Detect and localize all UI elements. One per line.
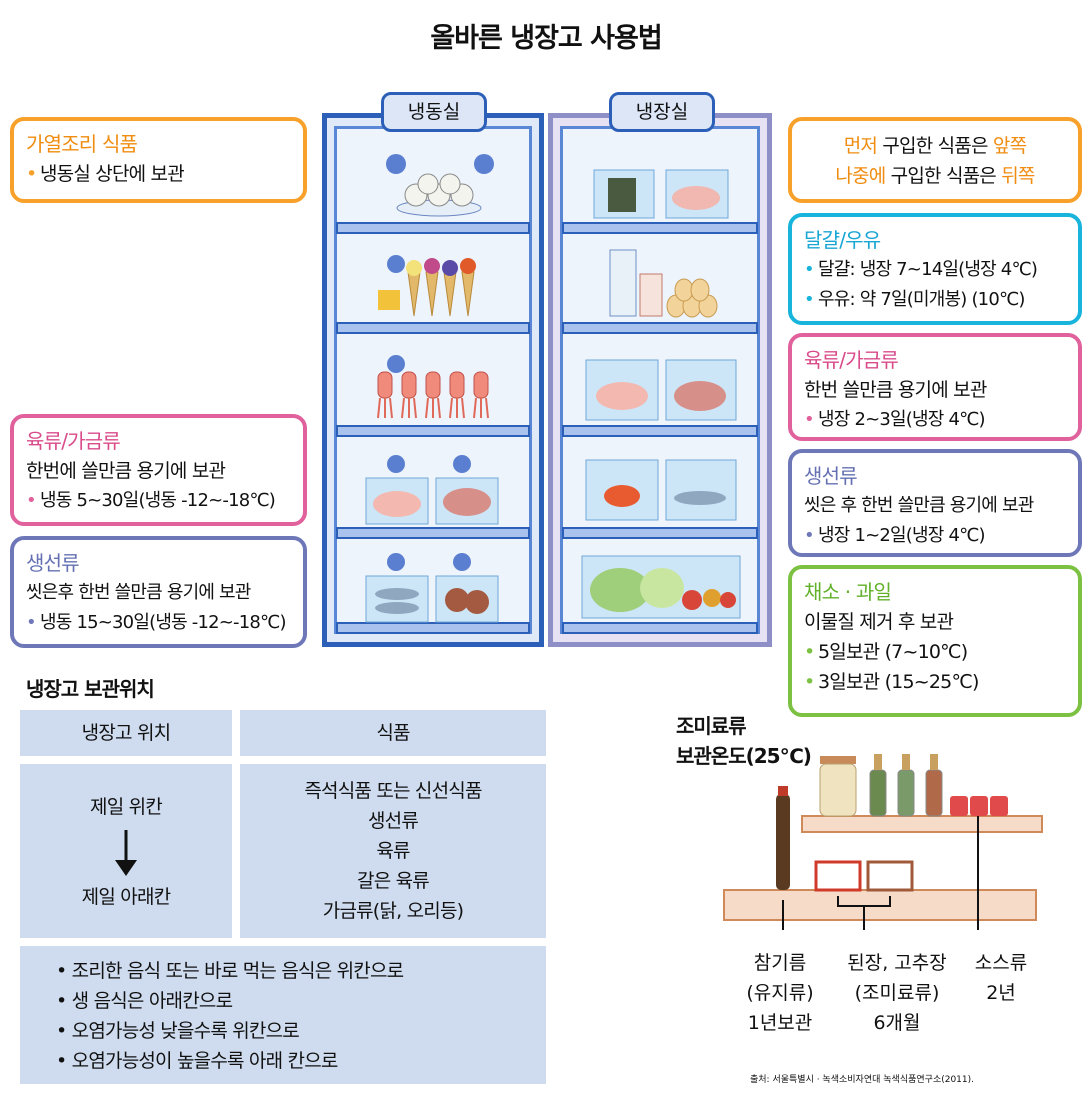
fridge-shelf bbox=[562, 222, 758, 234]
arrow-down-icon bbox=[115, 830, 137, 876]
callout-cooked-food: 가열조리 식품 •냉동실 상단에 보관 bbox=[10, 117, 307, 203]
bullet-icon: • bbox=[26, 163, 37, 185]
note-item: • 오염가능성이 높을수록 아래 칸으로 bbox=[56, 1050, 338, 1072]
frozen-meat-boxes-icon bbox=[365, 455, 499, 525]
callout-line: 한번 쓸만큼 용기에 보관 bbox=[804, 379, 987, 401]
callout-line: 냉장 2~3일(냉장 4℃) bbox=[818, 409, 986, 430]
freezer-shelf bbox=[336, 622, 530, 634]
callout-title: 달걀/우유 bbox=[804, 228, 881, 252]
sesame-oil-label: 참기름(유지류)1년보관 bbox=[746, 952, 814, 1034]
fridge-food-boxes-icon bbox=[593, 169, 729, 219]
callout-title: 생선류 bbox=[804, 464, 858, 488]
condiment-shelf-illustration bbox=[723, 754, 1043, 930]
freezer-shelf bbox=[336, 222, 530, 234]
bullet-icon: • bbox=[804, 525, 815, 546]
callout-meat-freezer: 육류/가금류 한번에 쓸만큼 용기에 보관 •냉동 5~30일(냉동 -12~-… bbox=[10, 414, 307, 526]
highlight-word: 먼저 bbox=[843, 135, 878, 157]
condiments-heading: 조미료류 bbox=[676, 714, 747, 738]
highlight-word: 나중에 bbox=[835, 165, 886, 187]
frozen-fish-boxes-icon bbox=[365, 553, 499, 623]
callout-purchase-order: 먼저 구입한 식품은 앞쪽 나중에 구입한 식품은 뒤쪽 bbox=[788, 117, 1082, 203]
food-item: 육류 bbox=[376, 840, 410, 862]
table-header-position: 냉장고 위치 bbox=[20, 710, 232, 756]
fridge-shelf bbox=[562, 622, 758, 634]
fridge-shelf bbox=[562, 425, 758, 437]
callout-line: 씻은후 한번 쓸만큼 용기에 보관 bbox=[26, 582, 251, 603]
table-notes-cell: • 조리한 음식 또는 바로 먹는 음식은 위칸으로 • 생 음식은 아래칸으로… bbox=[20, 946, 546, 1084]
fridge-label: 냉장실 bbox=[609, 92, 715, 132]
squid-icon bbox=[377, 355, 489, 419]
freezer-shelf bbox=[336, 425, 530, 437]
callout-line: 냉장 1~2일(냉장 4℃) bbox=[818, 525, 986, 546]
callout-text: 구입한 식품은 bbox=[885, 165, 1002, 187]
note-item: • 오염가능성 낮을수록 위칸으로 bbox=[56, 1020, 300, 1042]
callout-title: 육류/가금류 bbox=[26, 429, 121, 453]
table-position-cell: 제일 위칸 제일 아래칸 bbox=[20, 764, 232, 938]
callout-vegetables-fruit: 채소 · 과일 이물질 제거 후 보관 •5일보관 (7~10℃) •3일보관 … bbox=[788, 565, 1082, 717]
table-food-cell: 즉석식품 또는 신선식품 생선류 육류 갈은 육류 가금류(닭, 오리등) bbox=[240, 764, 546, 938]
bullet-icon: • bbox=[804, 259, 815, 280]
callout-line: 달걀: 냉장 7~14일(냉장 4℃) bbox=[818, 259, 1038, 280]
fridge-shelf bbox=[562, 322, 758, 334]
milk-eggs-icon bbox=[609, 249, 718, 318]
storage-position-heading: 냉장고 보관위치 bbox=[26, 677, 155, 701]
food-item: 갈은 육류 bbox=[357, 870, 430, 892]
page-title: 올바른 냉장고 사용법 bbox=[430, 23, 662, 54]
bullet-icon: • bbox=[804, 671, 815, 693]
bottom-shelf-label: 제일 아래칸 bbox=[81, 886, 171, 908]
callout-fish-freezer: 생선류 씻은후 한번 쓸만큼 용기에 보관 •냉동 15~30일(냉동 -12~… bbox=[10, 536, 307, 648]
callout-line: 냉동 5~30일(냉동 -12~-18℃) bbox=[40, 490, 276, 511]
callout-line: 냉동 15~30일(냉동 -12~-18℃) bbox=[40, 612, 286, 633]
callout-line: 냉동실 상단에 보관 bbox=[40, 163, 185, 185]
vegetables-fruit-icon bbox=[581, 555, 741, 619]
dumplings-icon bbox=[386, 154, 494, 217]
note-item: • 조리한 음식 또는 바로 먹는 음식은 위칸으로 bbox=[56, 960, 404, 982]
callout-title: 채소 · 과일 bbox=[804, 580, 892, 604]
callout-line: 5일보관 (7~10℃) bbox=[818, 641, 968, 663]
callout-line: 씻은 후 한번 쓸만큼 용기에 보관 bbox=[804, 495, 1034, 516]
fridge-meat-boxes-icon bbox=[585, 359, 737, 421]
highlight-word: 앞쪽 bbox=[992, 135, 1027, 157]
callout-meat-fridge: 육류/가금류 한번 쓸만큼 용기에 보관 •냉장 2~3일(냉장 4℃) bbox=[788, 333, 1082, 441]
callout-line: 이물질 제거 후 보관 bbox=[804, 611, 954, 633]
condiments-temperature: 보관온도(25℃) bbox=[676, 744, 812, 768]
food-item: 가금류(닭, 오리등) bbox=[322, 900, 464, 922]
freezer-shelf bbox=[336, 322, 530, 334]
food-item: 생선류 bbox=[367, 810, 419, 832]
freezer-shelf bbox=[336, 527, 530, 539]
note-item: • 생 음식은 아래칸으로 bbox=[56, 990, 233, 1012]
bullet-icon: • bbox=[804, 409, 815, 430]
table-header-food: 식품 bbox=[240, 710, 546, 756]
callout-title: 가열조리 식품 bbox=[26, 132, 138, 156]
highlight-word: 뒤쪽 bbox=[1001, 165, 1035, 187]
bullet-icon: • bbox=[26, 612, 37, 633]
callout-egg-milk: 달걀/우유 •달걀: 냉장 7~14일(냉장 4℃) •우유: 약 7일(미개봉… bbox=[788, 213, 1082, 325]
callout-line: 3일보관 (15~25℃) bbox=[818, 671, 979, 693]
top-shelf-label: 제일 위칸 bbox=[90, 796, 163, 818]
callout-fish-fridge: 생선류 씻은 후 한번 쓸만큼 용기에 보관 •냉장 1~2일(냉장 4℃) bbox=[788, 449, 1082, 557]
fridge-shelf bbox=[562, 527, 758, 539]
callout-title: 육류/가금류 bbox=[804, 348, 899, 372]
food-item: 즉석식품 또는 신선식품 bbox=[304, 780, 482, 802]
bullet-icon: • bbox=[804, 641, 815, 663]
bullet-icon: • bbox=[26, 490, 37, 511]
callout-title: 생선류 bbox=[26, 551, 80, 575]
callout-line: 한번에 쓸만큼 용기에 보관 bbox=[26, 460, 226, 482]
callout-text: 구입한 식품은 bbox=[877, 135, 993, 157]
source-note: 출처: 서울특별시 · 녹색소비자연대 녹색식품연구소(2011). bbox=[750, 1075, 975, 1085]
fridge-seafood-boxes-icon bbox=[585, 459, 737, 521]
ice-cream-icon bbox=[378, 255, 476, 317]
freezer-label: 냉동실 bbox=[381, 92, 487, 132]
bullet-icon: • bbox=[804, 289, 815, 310]
paste-label: 된장, 고추장(조미료류)6개월 bbox=[847, 952, 947, 1034]
callout-line: 우유: 약 7일(미개봉) (10℃) bbox=[818, 289, 1025, 310]
